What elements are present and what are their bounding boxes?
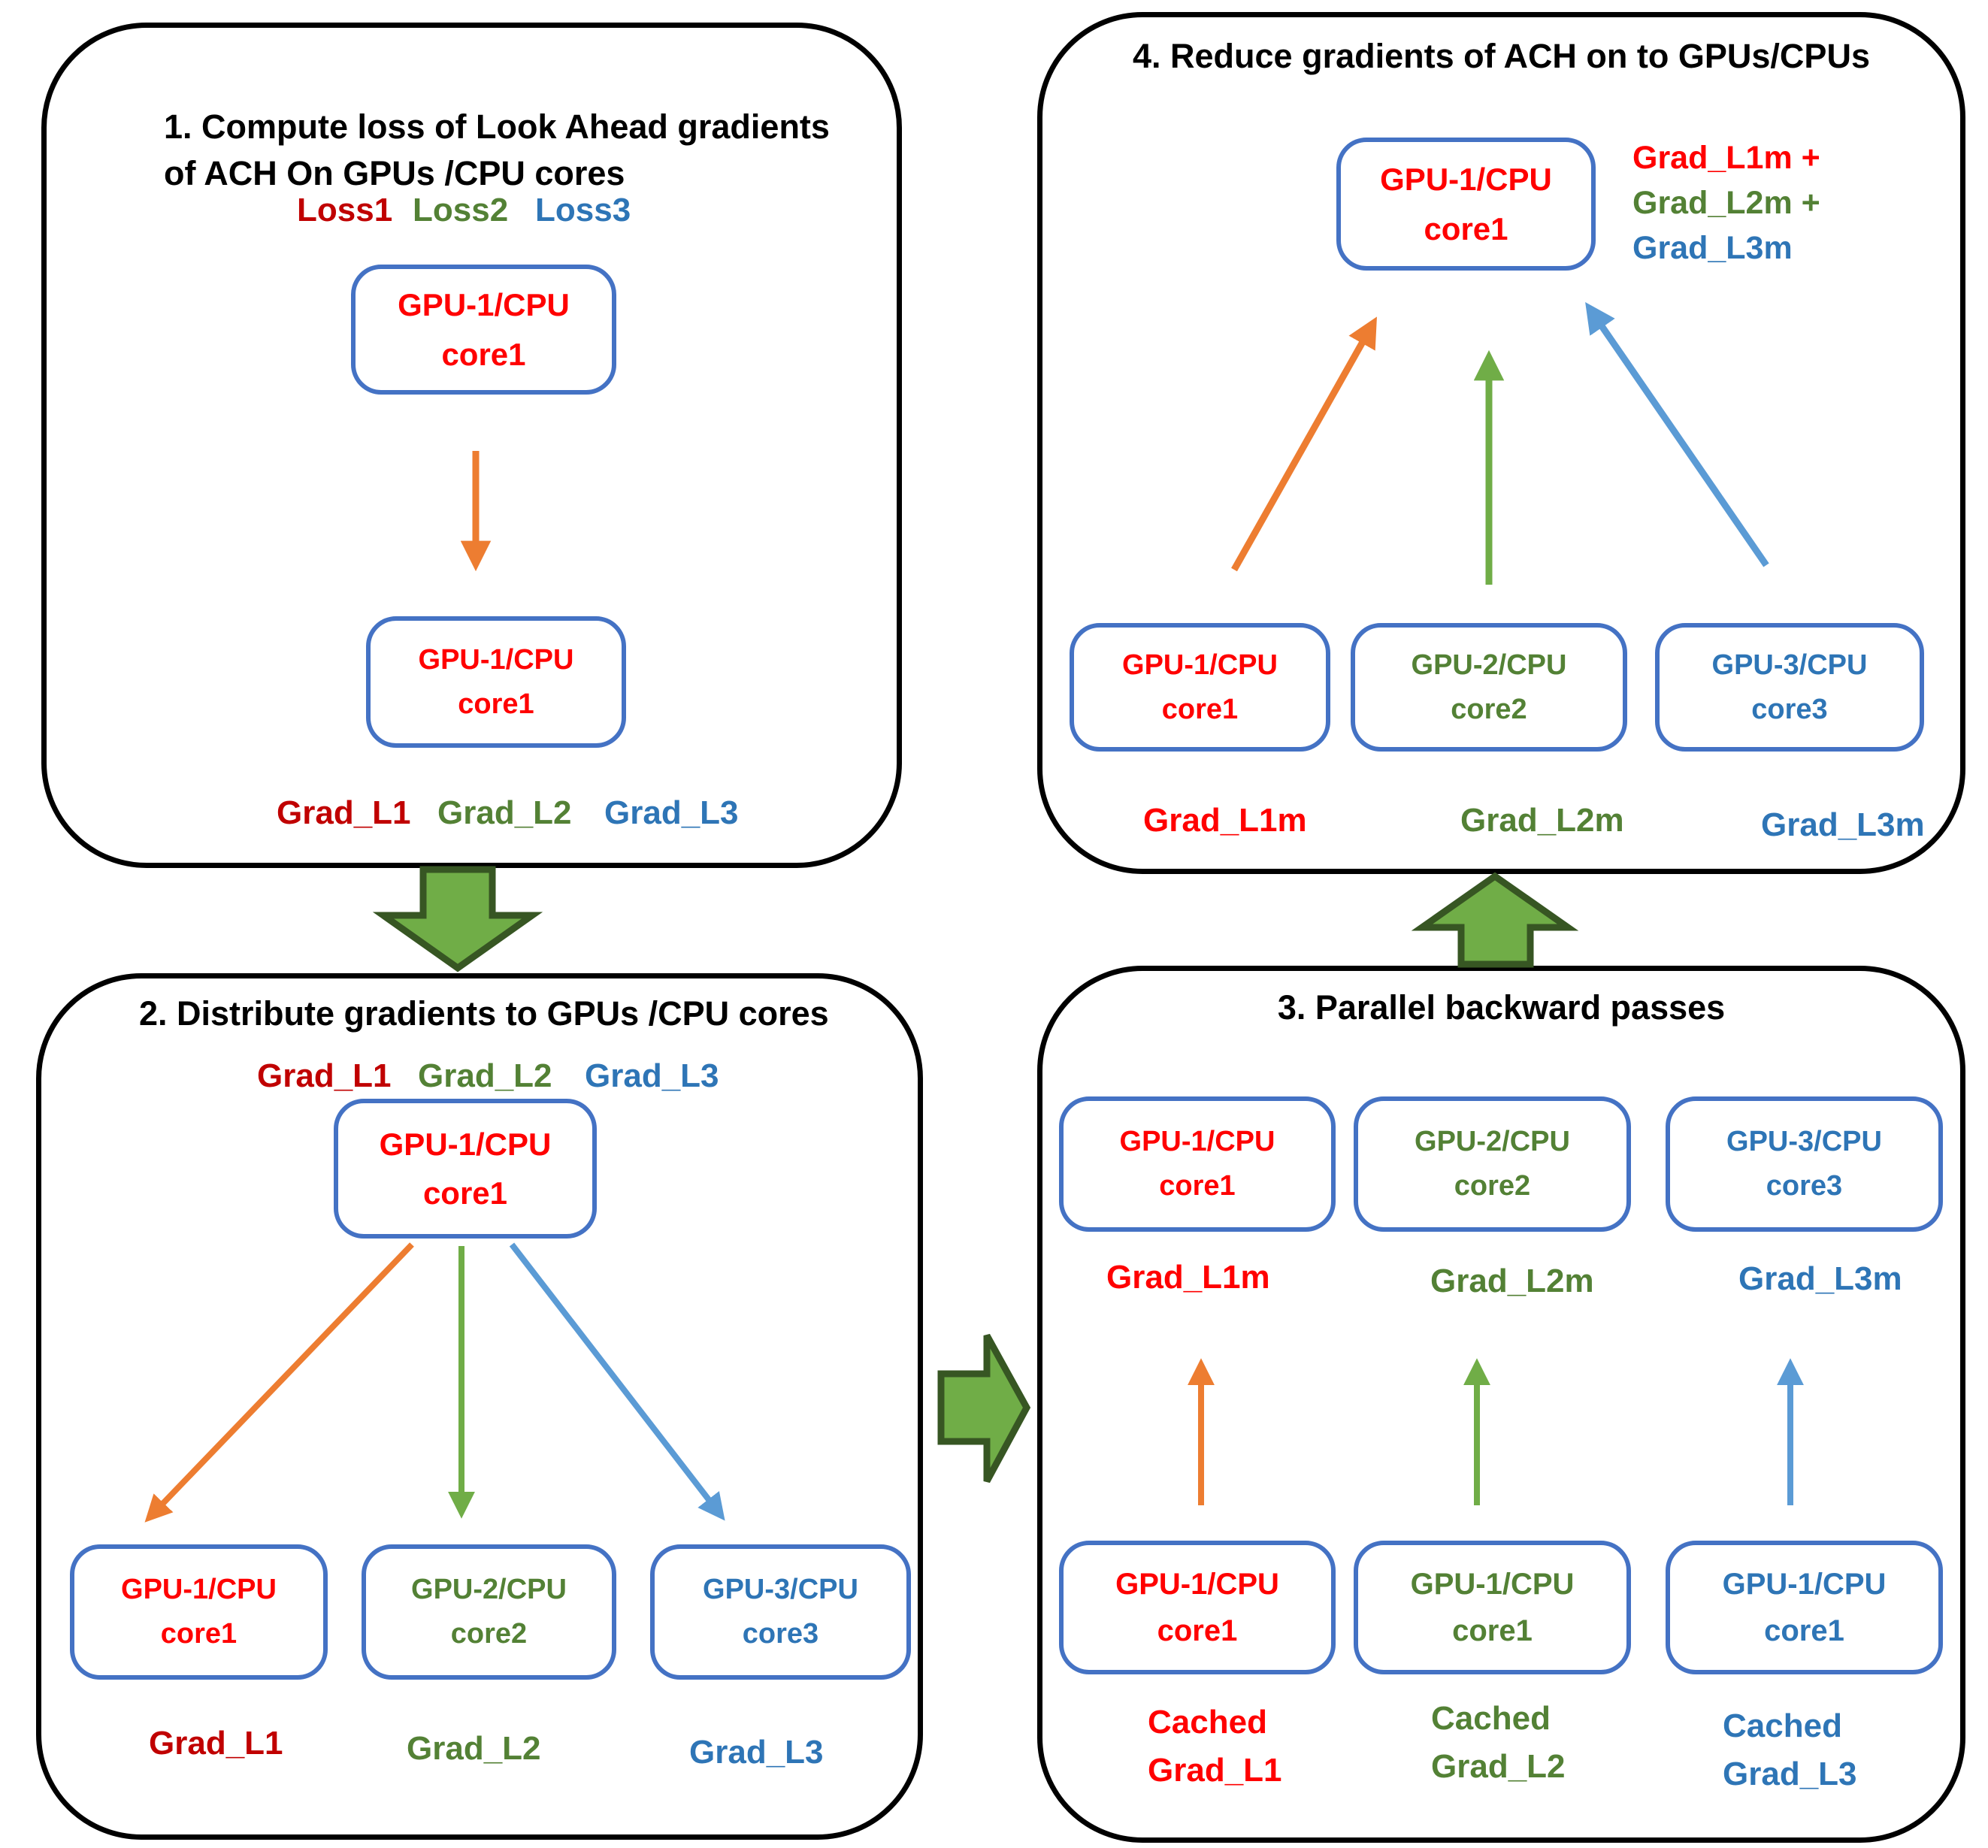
- p2-grad-l2-bottom-label: Grad_L2: [407, 1730, 541, 1767]
- p4-target-box: GPU-1/CPU core1: [1336, 138, 1596, 271]
- p2-grad-l3-top-label: Grad_L3: [585, 1057, 719, 1094]
- step3-to-step4-arrow: [1411, 872, 1579, 968]
- p3-cached-grad-l3-label: Cached Grad_L3: [1723, 1707, 1857, 1792]
- p3-cached-grad-l1-label: Cached Grad_L1: [1148, 1704, 1282, 1789]
- p3-grad-l2m-label: Grad_L2m: [1430, 1263, 1594, 1299]
- p3-grad-l1m-label: Grad_L1m: [1106, 1259, 1270, 1296]
- step1-to-step2-arrow: [372, 866, 543, 972]
- p4-grad-l1m-label: Grad_L1m: [1143, 802, 1307, 839]
- panel-step4-title: 4. Reduce gradients of ACH on to GPUs/CP…: [1133, 37, 1870, 75]
- p4-gpu3-box: GPU-3/CPU core3: [1655, 623, 1924, 752]
- p3-top-gpu2-box: GPU-2/CPU core2: [1354, 1096, 1631, 1232]
- loss1-label: Loss1: [297, 192, 393, 228]
- p4-sum-grad-l2m-label: Grad_L2m +: [1632, 185, 1820, 221]
- p2-grad-l1-bottom-label: Grad_L1: [149, 1725, 283, 1762]
- p2-gpu3-box: GPU-3/CPU core3: [650, 1544, 911, 1680]
- p2-gpu1-box: GPU-1/CPU core1: [70, 1544, 328, 1680]
- p1-grad-l3-label: Grad_L3: [604, 794, 739, 831]
- p3-cached-grad-l2-label: Cached Grad_L2: [1431, 1700, 1566, 1785]
- p2-grad-l2-top-label: Grad_L2: [418, 1057, 552, 1094]
- panel-step1-title: 1. Compute loss of Look Ahead gradients …: [164, 107, 830, 192]
- p3-bottom-gpu1-box: GPU-1/CPU core1: [1059, 1541, 1336, 1674]
- panel-step2-title: 2. Distribute gradients to GPUs /CPU cor…: [139, 994, 829, 1033]
- p1-gpu1-bottom-box: GPU-1/CPU core1: [366, 616, 626, 748]
- p3-top-gpu1-box: GPU-1/CPU core1: [1059, 1096, 1336, 1232]
- p2-grad-l3-bottom-label: Grad_L3: [689, 1734, 824, 1771]
- p4-grad-l3m-label: Grad_L3m: [1761, 806, 1925, 843]
- p1-grad-l1-label: Grad_L1: [277, 794, 411, 831]
- p1-grad-l2-label: Grad_L2: [437, 794, 572, 831]
- p2-source-box: GPU-1/CPU core1: [334, 1099, 597, 1239]
- loss2-label: Loss2: [413, 192, 509, 228]
- loss3-label: Loss3: [535, 192, 631, 228]
- p4-gpu2-box: GPU-2/CPU core2: [1351, 623, 1627, 752]
- p3-grad-l3m-label: Grad_L3m: [1738, 1260, 1902, 1297]
- step2-to-step3-arrow: [937, 1333, 1031, 1484]
- p3-bottom-gpu3-box: GPU-1/CPU core1: [1666, 1541, 1943, 1674]
- panel-step3-title: 3. Parallel backward passes: [1277, 988, 1726, 1027]
- p4-sum-grad-l3m-label: Grad_L3m: [1632, 230, 1793, 266]
- p3-bottom-gpu2-box: GPU-1/CPU core1: [1354, 1541, 1631, 1674]
- p2-gpu2-box: GPU-2/CPU core2: [362, 1544, 616, 1680]
- p3-top-gpu3-box: GPU-3/CPU core3: [1666, 1096, 1943, 1232]
- p2-grad-l1-top-label: Grad_L1: [257, 1057, 392, 1094]
- p1-gpu1-top-box: GPU-1/CPU core1: [351, 265, 616, 395]
- p4-grad-l2m-label: Grad_L2m: [1460, 802, 1624, 839]
- p4-gpu1-box: GPU-1/CPU core1: [1070, 623, 1330, 752]
- p4-sum-grad-l1m-label: Grad_L1m +: [1632, 140, 1820, 176]
